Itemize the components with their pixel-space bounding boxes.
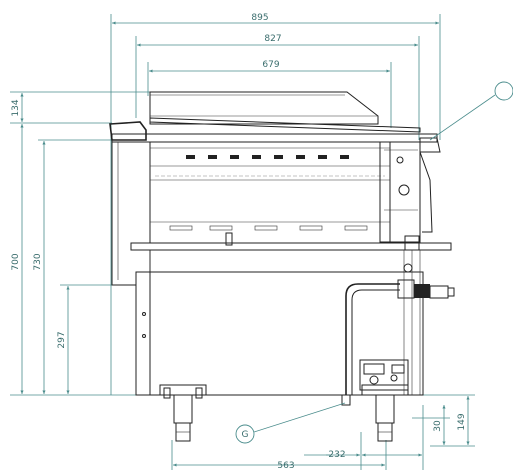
callout-label-g: G bbox=[242, 430, 249, 440]
dimension-labels: 895 827 679 563 232 134 700 730 297 30 1… bbox=[11, 13, 467, 471]
dim-label-679: 679 bbox=[262, 60, 279, 70]
dim-label-149: 149 bbox=[457, 413, 467, 430]
gas-pipe bbox=[345, 283, 400, 395]
dimension-lines bbox=[10, 14, 475, 470]
dim-label-30: 30 bbox=[433, 420, 443, 432]
dim-label-563: 563 bbox=[277, 461, 294, 471]
dim-label-297: 297 bbox=[57, 331, 67, 348]
dim-label-730: 730 bbox=[33, 253, 43, 270]
dim-label-134: 134 bbox=[11, 99, 21, 116]
front-handle bbox=[109, 121, 147, 141]
dim-label-700: 700 bbox=[11, 253, 21, 270]
left-foot bbox=[159, 384, 207, 442]
dim-label-895: 895 bbox=[251, 13, 268, 23]
right-foot bbox=[361, 384, 409, 442]
dim-label-827: 827 bbox=[264, 34, 281, 44]
frame-rail bbox=[130, 242, 452, 251]
callout-top-right bbox=[429, 81, 513, 141]
vent-slots-lower bbox=[169, 225, 368, 231]
vent-slots-upper bbox=[186, 155, 349, 159]
appliance-drawing bbox=[109, 91, 455, 442]
pivot-bracket bbox=[379, 141, 421, 243]
dim-label-232: 232 bbox=[328, 450, 345, 460]
control-block bbox=[359, 359, 409, 391]
callout-g: G bbox=[235, 402, 346, 444]
gas-valve bbox=[397, 263, 455, 299]
